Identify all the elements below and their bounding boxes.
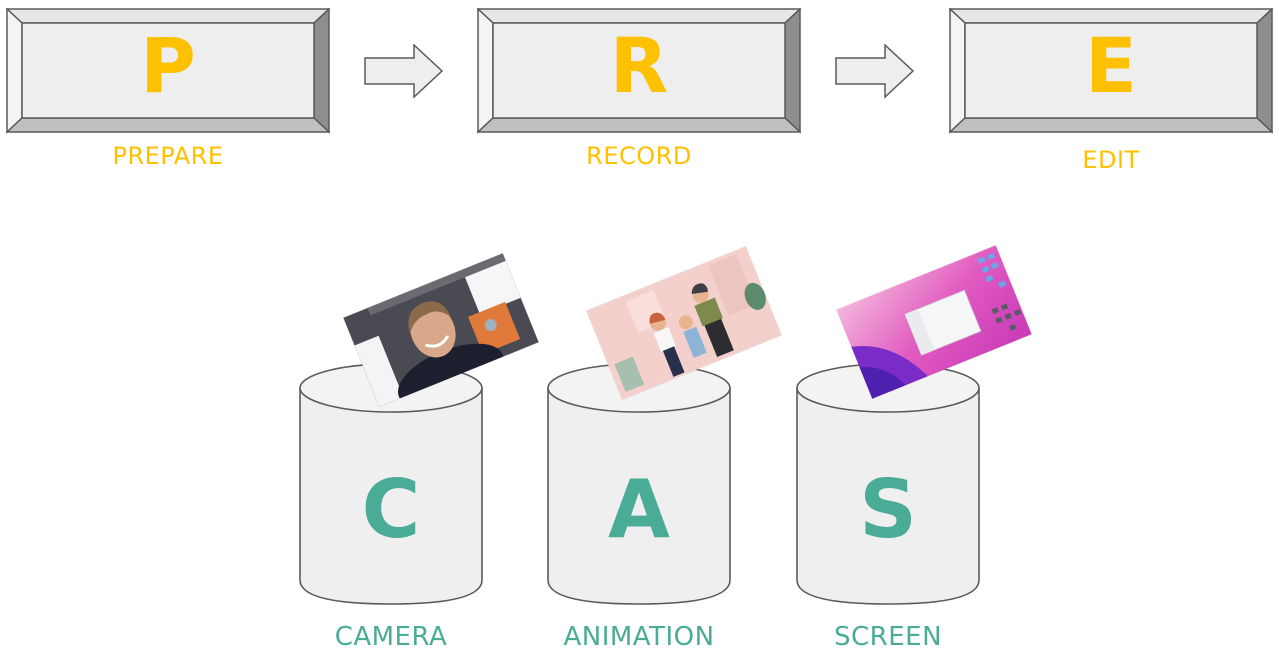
- step-letter: R: [609, 21, 669, 110]
- step-letter: E: [1085, 21, 1137, 110]
- step-label-prepare: PREPARE: [112, 142, 224, 170]
- key-bevel-shape: [949, 8, 1273, 134]
- screen-thumbnail-image: [836, 245, 1032, 399]
- step-key-record: R: [477, 8, 801, 134]
- source-can-animation: A: [546, 360, 732, 610]
- step-label-edit: EDIT: [1082, 146, 1140, 174]
- source-letter: C: [361, 463, 421, 556]
- key-bevel-shape: [477, 8, 801, 134]
- key-bevel-shape: [6, 8, 330, 134]
- cylinder-shape: [796, 363, 980, 605]
- right-arrow-icon: [364, 43, 444, 104]
- source-label-animation: ANIMATION: [563, 622, 715, 652]
- step-label-record: RECORD: [586, 142, 692, 170]
- source-can-screen: S: [795, 360, 981, 610]
- step-key-edit: E: [949, 8, 1273, 134]
- step-letter: P: [140, 21, 196, 110]
- right-arrow-icon: [835, 43, 915, 104]
- source-label-screen: SCREEN: [833, 622, 943, 652]
- source-label-camera: CAMERA: [334, 622, 448, 652]
- animation-thumbnail-image: [586, 246, 782, 400]
- step-key-prepare: P: [6, 8, 330, 134]
- source-letter: S: [859, 463, 917, 556]
- source-letter: A: [608, 463, 670, 556]
